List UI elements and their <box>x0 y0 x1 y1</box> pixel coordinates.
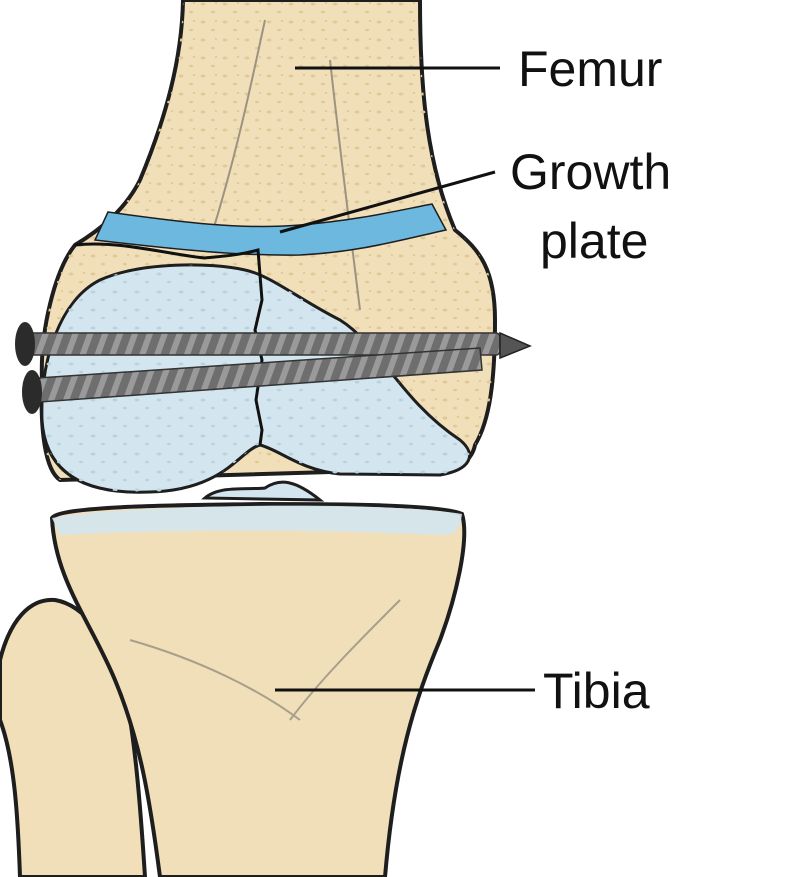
growth-plate-label-line1: Growth <box>510 144 672 200</box>
screw-upper <box>15 322 532 366</box>
tibia <box>49 480 467 877</box>
screw-lower <box>22 347 483 414</box>
growth-plate-leader-line <box>279 170 496 234</box>
growth-plate <box>93 203 448 256</box>
tibia-label: Tibia <box>543 663 650 719</box>
fracture-line <box>74 242 264 446</box>
femur-label: Femur <box>518 41 663 97</box>
growth-plate-label-line2: plate <box>540 213 649 269</box>
